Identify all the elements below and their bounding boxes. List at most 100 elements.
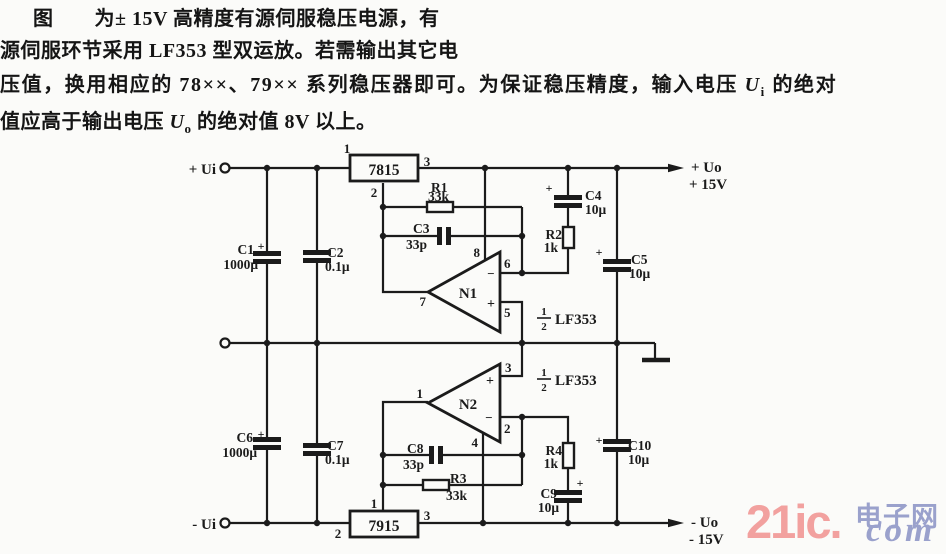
label-r1-val: 33k (428, 189, 450, 204)
cap-c10-plates (603, 439, 631, 444)
label-n2-pin2: 2 (504, 421, 511, 436)
label-c5-val: 10μ (629, 266, 651, 281)
cap-c4-plate2 (554, 203, 582, 208)
label-r2-val: 1k (544, 240, 559, 255)
label-c3-val: 33p (406, 237, 427, 252)
label-c5-pol: + (596, 245, 603, 259)
resistors (421, 200, 576, 492)
label-7915-pin3: 3 (424, 508, 431, 523)
label-c9-pol: + (577, 476, 584, 490)
label-7815: 7815 (369, 162, 400, 179)
lf353-bot-den: 2 (541, 382, 547, 394)
cap-c1-plate2 (253, 259, 281, 264)
label-7915-pin2: 2 (335, 526, 342, 541)
wire-7815-gnd-to-n1-out (381, 183, 428, 294)
arrow-out-negative (668, 518, 684, 528)
label-c2-val: 0.1μ (325, 259, 350, 274)
cap-c3-plates (437, 227, 442, 245)
caption-line-4-text: 值应高于输出电压 (0, 111, 170, 133)
label-7815-pin3: 3 (424, 154, 431, 169)
regulator-7915-body (348, 509, 420, 539)
label-n2-name: N2 (459, 397, 477, 413)
label-n2-pin3: 3 (505, 360, 512, 375)
terminal-in-neg (219, 517, 231, 529)
half-lf353-label-top: 1 2 LF353 (541, 306, 596, 333)
cap-c2-plate2 (303, 258, 331, 263)
cap-c9-plates (554, 490, 582, 495)
cap-c7-plates (303, 443, 331, 448)
label-7915: 7915 (369, 518, 400, 535)
watermark-site-name: 电子网 (855, 502, 939, 532)
wire-r1-row (383, 205, 524, 273)
label-c7-ref: C7 (327, 438, 344, 453)
label-in-neg: - Ui (192, 517, 216, 533)
label-n2-pin1: 1 (417, 386, 424, 401)
label-c5-ref: C5 (631, 252, 648, 267)
cap-c4-plates (554, 195, 582, 200)
resistor-r1-body (425, 200, 455, 214)
cap-c10-plate2 (603, 447, 631, 452)
var-uo-sub: o (184, 121, 192, 136)
label-n1-pin8: 8 (474, 245, 481, 260)
label-c7-val: 0.1μ (325, 452, 350, 467)
label-n2-plus: + (486, 374, 494, 389)
caption-line-3-tail: 的绝对 (765, 74, 838, 96)
watermark-suffix: com (866, 510, 936, 549)
watermark-brand: 21ic. (746, 495, 843, 548)
label-n1-pin6: 6 (504, 256, 511, 271)
wire-n2-nin (500, 343, 524, 378)
caption-line-3: 压值，换用相应的 78××、79×× 系列稳压器即可。为保证稳压精度，输入电压 … (0, 68, 837, 100)
caption-paragraph: 图 为± 15V 高精度有源伺服稳压电源，有 源伺服环节采用 LF353 型双运… (0, 0, 946, 140)
label-n1-minus: − (487, 266, 494, 281)
label-r2-ref: R2 (546, 227, 563, 242)
label-c6-pol: + (258, 427, 265, 441)
caption-line-3-text: 压值，换用相应的 78××、79×× 系列稳压器即可。为保证稳压精度，输入电压 (0, 74, 745, 96)
label-c8-val: 33p (403, 457, 424, 472)
label-c10-pol: + (596, 433, 603, 447)
cap-c6-plate2 (253, 445, 281, 450)
label-c1-pol: + (258, 239, 265, 253)
label-c10-ref: C10 (628, 438, 651, 453)
label-out-pos: + Uo (691, 160, 722, 176)
label-c1-ref: C1 (238, 242, 255, 257)
label-c6-ref: C6 (237, 430, 254, 445)
wires (230, 166, 668, 525)
cap-c5-plate2 (603, 267, 631, 272)
cap-c8-plate2 (438, 446, 443, 464)
label-out-pos-v: + 15V (689, 177, 727, 193)
capacitor-plates (253, 195, 631, 503)
label-7815-pin2: 2 (371, 185, 378, 200)
label-c8-ref: C8 (407, 441, 424, 456)
arrow-out-positive (668, 163, 684, 173)
regulator-7815-body (348, 153, 420, 183)
label-c4-ref: C4 (585, 188, 602, 203)
label-out-neg: - Uo (691, 515, 718, 531)
resistor-r4-body (561, 441, 576, 470)
label-r1-ref: R1 (431, 180, 448, 195)
label-7815-pin1: 1 (344, 141, 351, 156)
resistor-r3-body (421, 478, 451, 492)
label-out-neg-v: - 15V (689, 532, 724, 548)
resistor-r2-body (561, 225, 576, 250)
label-c9-ref: C9 (541, 486, 558, 501)
label-r4-val: 1k (544, 456, 559, 471)
watermark: 21ic. 电子网 com (744, 494, 946, 554)
wire-n2-out-to-7915 (381, 400, 428, 511)
cap-c8-plates (429, 446, 434, 464)
caption-line-2: 源伺服环节采用 LF353 型双运放。若需输出其它电 (0, 40, 459, 62)
label-c9-val: 10μ (538, 500, 560, 515)
label-c6-val: 1000μ (222, 445, 257, 460)
cap-c2-plates (303, 250, 331, 255)
lf353-top-den: 2 (541, 321, 547, 333)
label-n2-minus: − (485, 410, 492, 425)
label-7915-pin1: 1 (371, 496, 378, 511)
cap-c1-plates (253, 251, 281, 256)
cap-c7-plate2 (303, 451, 331, 456)
terminal-common (219, 337, 231, 349)
label-r3-val: 33k (446, 488, 468, 503)
cap-c3-plate2 (446, 227, 451, 245)
label-c10-val: 10μ (628, 452, 650, 467)
opamp-n2-body (425, 361, 502, 445)
